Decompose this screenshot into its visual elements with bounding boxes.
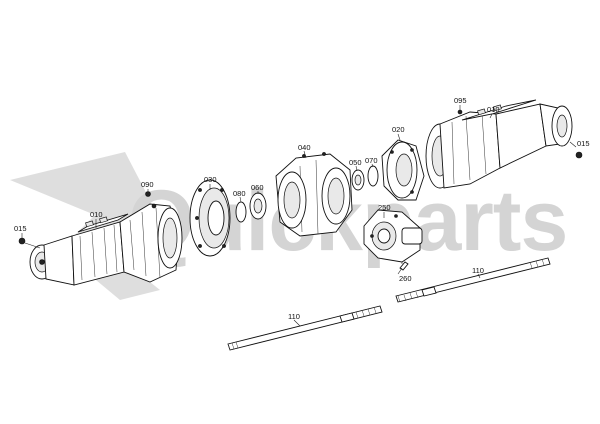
planetary-carrier[interactable]	[381, 139, 425, 201]
planetary-flange[interactable]	[189, 179, 231, 257]
left-plug[interactable]	[18, 237, 26, 245]
callout-left-010: 010	[90, 210, 103, 219]
callout-right-095: 095	[454, 96, 467, 105]
callout-right-010: 010	[487, 105, 500, 114]
breather-plug[interactable]	[145, 191, 151, 197]
callout-left-090: 090	[141, 180, 154, 189]
callout-030: 030	[204, 175, 217, 184]
brake-housing[interactable]	[363, 209, 423, 263]
breather-plug-095[interactable]	[457, 109, 463, 115]
callout-020: 020	[392, 125, 405, 134]
seal-050[interactable]	[351, 169, 365, 191]
callout-260: 260	[399, 274, 412, 283]
left-axle-housing[interactable]	[29, 203, 183, 286]
callout-labels: 015 010 090 030 080 060 040 050 070 020 …	[14, 96, 590, 321]
ring-070[interactable]	[367, 165, 379, 187]
axle-shaft-right[interactable]	[395, 257, 551, 303]
callout-shaft-left-110: 110	[288, 312, 300, 321]
callout-050: 050	[349, 158, 362, 167]
right-axle-housing[interactable]	[425, 99, 573, 189]
callout-left-015: 015	[14, 224, 27, 233]
callout-060: 060	[251, 183, 264, 192]
right-plug[interactable]	[575, 151, 583, 159]
callout-080: 080	[233, 189, 246, 198]
o-ring-080[interactable]	[235, 201, 247, 223]
bearing-060[interactable]	[249, 192, 267, 220]
callout-shaft-right-110: 110	[472, 266, 484, 275]
screw-260[interactable]	[397, 261, 409, 275]
callout-250: 250	[378, 203, 391, 212]
callout-040: 040	[298, 143, 311, 152]
differential-housing[interactable]	[275, 152, 353, 237]
axle-shaft-left[interactable]	[227, 305, 383, 351]
callout-right-015: 015	[577, 139, 590, 148]
leader-lines	[21, 105, 577, 327]
callout-070: 070	[365, 156, 378, 165]
